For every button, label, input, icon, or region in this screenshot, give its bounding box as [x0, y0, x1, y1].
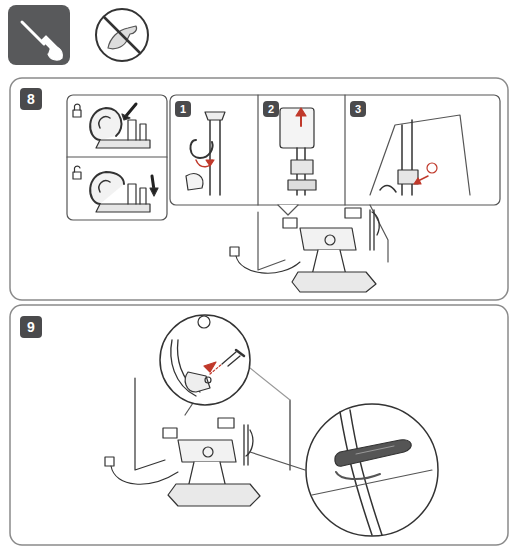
step-number: 3	[355, 104, 361, 115]
sub-step-badge: 2	[263, 101, 279, 117]
step-number-badge: 9	[20, 316, 42, 338]
step-number: 8	[27, 92, 35, 106]
sub-step-badge: 1	[175, 101, 191, 117]
step-number: 9	[27, 320, 35, 334]
step-number: 2	[268, 104, 274, 115]
step-number: 1	[180, 104, 186, 115]
step-number-badge: 8	[20, 88, 42, 110]
sub-step-badge: 3	[350, 101, 366, 117]
